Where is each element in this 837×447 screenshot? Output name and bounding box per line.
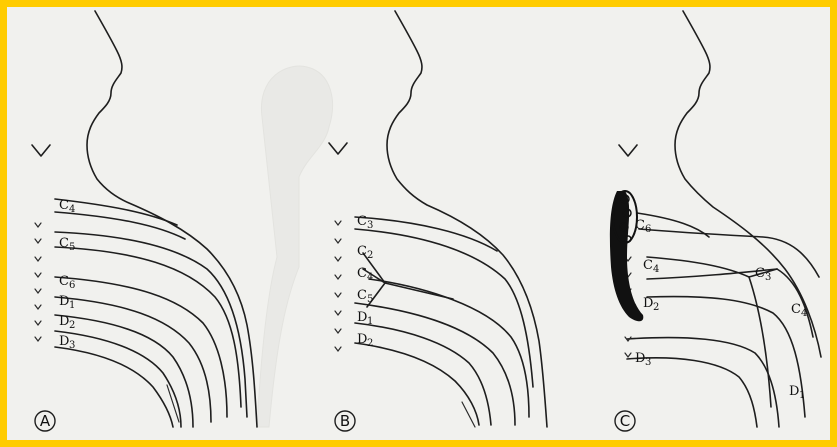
panel-letter-c: C: [615, 411, 635, 431]
svg-text:C: C: [357, 214, 367, 229]
svg-text:2: 2: [367, 250, 373, 261]
ghost-silhouette: [257, 66, 333, 427]
label-b-6: D2: [357, 332, 373, 349]
label-c-5: D3: [635, 351, 651, 368]
svg-text:2: 2: [69, 320, 75, 331]
svg-text:3: 3: [765, 272, 771, 283]
svg-text:C: C: [357, 266, 367, 281]
panel-letter-a: A: [35, 411, 55, 431]
panel-c: C6 C3 C4 D2 D3 D1 C4 C: [610, 11, 821, 431]
chevron-mark: [619, 145, 637, 156]
label-a-4: D1: [59, 294, 75, 311]
svg-text:D: D: [59, 334, 69, 349]
svg-text:C: C: [59, 274, 69, 289]
svg-text:D: D: [357, 310, 367, 325]
panel-a: C4 C5 C6 D1 D2 D3 A: [32, 11, 257, 431]
svg-text:C: C: [357, 288, 367, 303]
nerve-ticks-a: [35, 223, 41, 341]
svg-text:4: 4: [367, 272, 373, 283]
svg-text:C: C: [620, 412, 630, 430]
figure-frame: C4 C5 C6 D1 D2 D3 A: [7, 7, 830, 440]
svg-text:5: 5: [69, 242, 75, 253]
svg-text:C: C: [635, 218, 645, 233]
svg-text:1: 1: [799, 390, 805, 401]
svg-text:4: 4: [653, 264, 659, 275]
label-b-3: C4: [357, 266, 373, 283]
label-b-5: D1: [357, 310, 373, 327]
svg-text:D: D: [635, 351, 645, 366]
svg-text:6: 6: [645, 224, 651, 235]
label-c-4: D2: [643, 296, 659, 313]
dermatome-bands-a: [55, 199, 247, 427]
label-a-3: C6: [59, 274, 75, 291]
label-b-1: C3: [357, 214, 373, 231]
svg-text:C: C: [59, 236, 69, 251]
label-c-6: D1: [789, 384, 805, 401]
svg-text:3: 3: [645, 357, 651, 368]
svg-text:6: 6: [69, 280, 75, 291]
svg-text:D: D: [789, 384, 799, 399]
nerve-ticks-b: [335, 221, 341, 351]
label-a-2: C5: [59, 236, 75, 253]
svg-text:C: C: [357, 244, 367, 259]
svg-text:C: C: [755, 266, 765, 281]
chevron-mark: [32, 145, 50, 156]
label-c-2: C3: [755, 266, 771, 283]
dermatome-diagram: C4 C5 C6 D1 D2 D3 A: [7, 7, 830, 440]
svg-text:A: A: [40, 412, 51, 430]
chevron-mark: [329, 143, 347, 154]
svg-text:D: D: [59, 314, 69, 329]
svg-text:C: C: [643, 258, 653, 273]
svg-text:D: D: [643, 296, 653, 311]
svg-text:4: 4: [69, 204, 75, 215]
label-a-6: D3: [59, 334, 75, 351]
svg-text:3: 3: [69, 340, 75, 351]
svg-text:2: 2: [653, 302, 659, 313]
svg-text:B: B: [340, 412, 350, 430]
herpes-lesion-markings: [610, 191, 643, 321]
svg-text:3: 3: [367, 220, 373, 231]
svg-text:1: 1: [69, 300, 75, 311]
panel-b: C3 C2 C4 C5 D1 D2 B: [329, 11, 547, 431]
panel-letter-b: B: [335, 411, 355, 431]
dermatome-bands-b: [355, 217, 533, 427]
label-c-1: C6: [635, 218, 651, 235]
svg-text:D: D: [357, 332, 367, 347]
svg-text:C: C: [59, 198, 69, 213]
label-c-3: C4: [643, 258, 659, 275]
svg-text:2: 2: [367, 338, 373, 349]
svg-text:1: 1: [367, 316, 373, 327]
svg-text:5: 5: [367, 294, 373, 305]
label-b-2: C2: [357, 244, 373, 261]
label-b-4: C5: [357, 288, 373, 305]
svg-text:D: D: [59, 294, 69, 309]
